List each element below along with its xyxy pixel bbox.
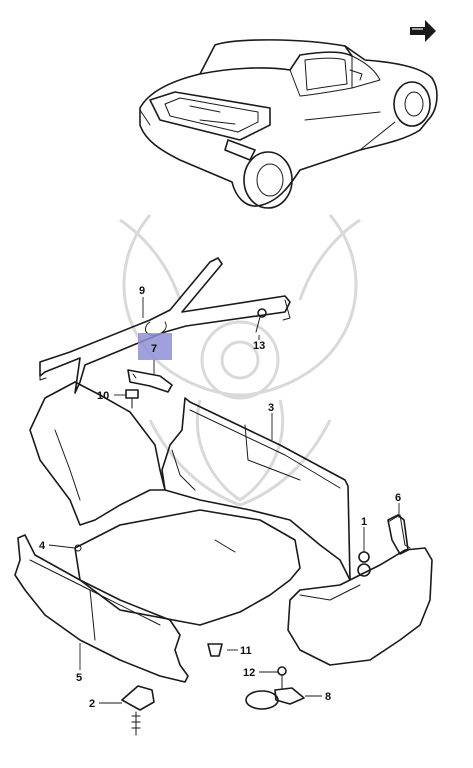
part-2-bracket xyxy=(121,685,155,736)
arrow-forward-icon xyxy=(410,20,436,42)
label-part-12[interactable]: 12 xyxy=(243,667,255,679)
label-part-2[interactable]: 2 xyxy=(89,698,95,710)
leader-lines xyxy=(48,297,400,704)
label-part-1[interactable]: 1 xyxy=(361,516,367,528)
part-7-bracket xyxy=(127,369,173,393)
part-12-bolt xyxy=(277,666,287,689)
label-part-10[interactable]: 10 xyxy=(97,390,109,402)
part-13-screw xyxy=(255,308,267,333)
part-5-rear-trim-panel xyxy=(14,534,189,683)
trunk-right-side-panel xyxy=(287,514,433,666)
car-overview-illustration xyxy=(139,39,438,209)
label-part-7[interactable]: 7 xyxy=(151,343,157,355)
label-part-5[interactable]: 5 xyxy=(76,672,82,684)
label-part-13[interactable]: 13 xyxy=(253,340,265,352)
label-part-3[interactable]: 3 xyxy=(268,402,274,414)
part-7-highlight xyxy=(138,333,172,360)
part-4-floor-mat xyxy=(74,509,301,626)
label-part-9[interactable]: 9 xyxy=(139,285,145,297)
trunk-left-side-panel xyxy=(29,381,166,526)
part-3-partition-panel xyxy=(161,397,351,581)
label-part-8[interactable]: 8 xyxy=(325,691,331,703)
part-11-push-clip xyxy=(207,643,223,657)
samurai-helmet-watermark xyxy=(119,214,361,507)
label-part-4[interactable]: 4 xyxy=(39,540,46,552)
part-8-plug xyxy=(245,687,305,710)
label-part-6[interactable]: 6 xyxy=(395,492,401,504)
part-10-clip xyxy=(125,389,139,409)
label-part-11[interactable]: 11 xyxy=(240,645,252,657)
